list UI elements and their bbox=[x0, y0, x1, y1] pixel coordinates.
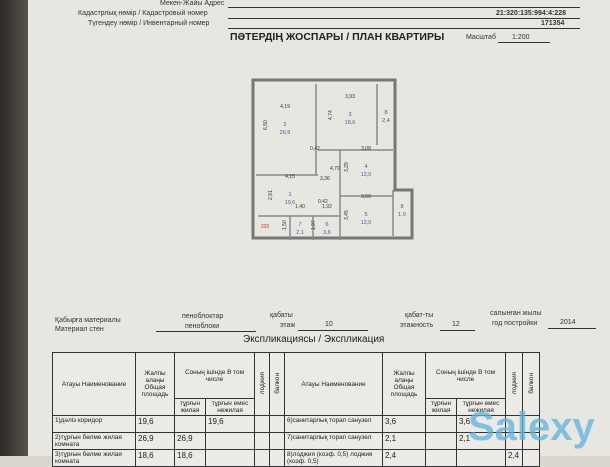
room-area: 2,4 bbox=[382, 118, 390, 124]
entrance-mark: 220 bbox=[261, 224, 270, 230]
wall-dim: 4,70 bbox=[330, 166, 340, 172]
wall-value-ru: пеноблоки bbox=[185, 323, 220, 330]
wall-value-kz: пеноблоктар bbox=[182, 313, 224, 320]
cell-nonliving bbox=[205, 449, 255, 467]
inventory-label: Түгендеу нөмір / Инвентарный номер bbox=[88, 20, 210, 27]
wall-dim: 0,42 bbox=[310, 146, 320, 152]
cell-loggia bbox=[254, 415, 270, 433]
room-area: 2,1 bbox=[296, 230, 304, 236]
room-area: 26,9 bbox=[280, 130, 291, 136]
room-no: 3 bbox=[348, 112, 351, 118]
explication-title: Экспликациясы / Экспликация bbox=[243, 334, 385, 345]
room-area: 12,0 bbox=[361, 172, 372, 178]
floors-value: 12 bbox=[452, 321, 460, 328]
cell-living bbox=[174, 415, 206, 433]
salexy-watermark: Salexy bbox=[468, 405, 595, 449]
cell-name: 2)тұрғын бөлме жилая комната bbox=[52, 432, 136, 450]
room-no: 6 bbox=[325, 222, 328, 228]
room-width-dim: 1,92 bbox=[322, 204, 332, 210]
room-area: 3,6 bbox=[323, 230, 331, 236]
room-width-dim: 1,40 bbox=[295, 204, 305, 210]
room-width-dim: 3,08 bbox=[361, 146, 371, 152]
cell-nonliving bbox=[205, 432, 255, 450]
cell-living bbox=[425, 415, 457, 433]
cadastral-value: 21:320:135:994:4:228 bbox=[496, 10, 567, 17]
room-height-dim: 3,45 bbox=[344, 210, 350, 220]
cell-name: 1)дәліз коридор bbox=[52, 415, 136, 433]
room-height-dim: 3,29 bbox=[344, 162, 350, 172]
cell-living bbox=[425, 432, 457, 450]
cell-living: 18,6 bbox=[174, 449, 206, 467]
cell-total: 2,4 bbox=[382, 449, 426, 467]
room-area: 1,9 bbox=[398, 212, 406, 218]
room-height-dim: 4,74 bbox=[328, 110, 334, 120]
room-height-dim: 1,50 bbox=[282, 220, 288, 230]
room-no: 8 bbox=[384, 110, 387, 116]
cell-name: 6)санитарлық торап санузел bbox=[284, 415, 383, 433]
cell-balcony bbox=[522, 449, 540, 467]
inventory-value: 171354 bbox=[541, 20, 565, 27]
cell-total: 19,6 bbox=[135, 415, 175, 433]
floor-label-kz: қабаты bbox=[270, 312, 293, 319]
floor-label-ru: этаж bbox=[280, 322, 296, 329]
cell-living bbox=[425, 449, 457, 467]
room-no: 7 bbox=[298, 222, 301, 228]
explication-table: Атауы Наименование Жалпы алаңы Общая пло… bbox=[52, 352, 540, 467]
room-no: 2 bbox=[283, 122, 286, 128]
year-label-kz: салынған жылы bbox=[490, 310, 542, 317]
cell-balcony bbox=[269, 449, 285, 467]
room-height-dim: 1,97 bbox=[311, 220, 317, 230]
cell-loggia: 2,4 bbox=[505, 449, 523, 467]
scale-value: 1:200 bbox=[512, 34, 530, 41]
plan-outline bbox=[251, 78, 414, 240]
cell-name: 7)санитарлық торап санузел bbox=[284, 432, 383, 450]
cadastral-label: Кадастрлық нөмір / Кадастровый номер bbox=[78, 10, 208, 17]
floors-label-ru: этажность bbox=[400, 322, 434, 329]
room-width-dim: 4,19 bbox=[280, 104, 290, 110]
floor-plan: 2 26,9 4,19 6,50 3 18,6 3,93 4,74 8 2,4 4 12,0 3,08 3… bbox=[251, 78, 414, 240]
room-no: 1 bbox=[288, 192, 291, 198]
room-height-dim: 2,91 bbox=[268, 190, 274, 200]
room-no: 4 bbox=[364, 164, 367, 170]
cell-total: 18,6 bbox=[135, 449, 175, 467]
room-width-dim: 3,93 bbox=[345, 94, 355, 100]
page-title: ПӘТЕРДІҢ ЖОСПАРЫ / ПЛАН КВАРТИРЫ bbox=[230, 31, 445, 43]
wall-dim: 0,42 bbox=[318, 199, 328, 205]
wall-dim: 3,36 bbox=[320, 176, 330, 182]
cell-name: 8)лоджия (коэф. 0,5) лоджия (коэф. 0,5) bbox=[284, 449, 383, 467]
room-area: 12,0 bbox=[361, 220, 372, 226]
year-label-ru: год постройки bbox=[492, 320, 538, 327]
photo-dark-edge bbox=[0, 0, 30, 456]
room-width-dim: 3,50 bbox=[361, 194, 371, 200]
cell-balcony bbox=[269, 432, 285, 450]
room-area: 18,6 bbox=[345, 120, 356, 126]
wall-label-kz: Қабырға материалы bbox=[55, 317, 121, 324]
cell-living: 26,9 bbox=[174, 432, 206, 450]
room-no: 5 bbox=[364, 212, 367, 218]
wall-label-ru: Материал стен bbox=[55, 326, 104, 333]
room-no: 8 bbox=[400, 204, 403, 210]
address-label: Мекен-Жайы Адрес bbox=[160, 0, 225, 7]
cell-name: 3)тұрғын бөлме жилая комната bbox=[52, 449, 136, 467]
cell-loggia bbox=[254, 449, 270, 467]
cell-nonliving: 19,6 bbox=[205, 415, 255, 433]
year-value: 2014 bbox=[560, 319, 576, 326]
room-area: 19,6 bbox=[285, 200, 296, 206]
cell-total: 2,1 bbox=[382, 432, 426, 450]
cell-total: 3,6 bbox=[382, 415, 426, 433]
cell-loggia bbox=[254, 432, 270, 450]
floors-label-kz: қабат-ты bbox=[405, 312, 434, 319]
scale-label: Масштаб bbox=[466, 34, 496, 41]
room-height-dim: 6,50 bbox=[263, 120, 269, 130]
floor-value: 10 bbox=[325, 321, 333, 328]
cell-total: 26,9 bbox=[135, 432, 175, 450]
cell-nonliving bbox=[456, 449, 506, 467]
room-width-dim: 4,15 bbox=[285, 174, 295, 180]
cell-balcony bbox=[269, 415, 285, 433]
